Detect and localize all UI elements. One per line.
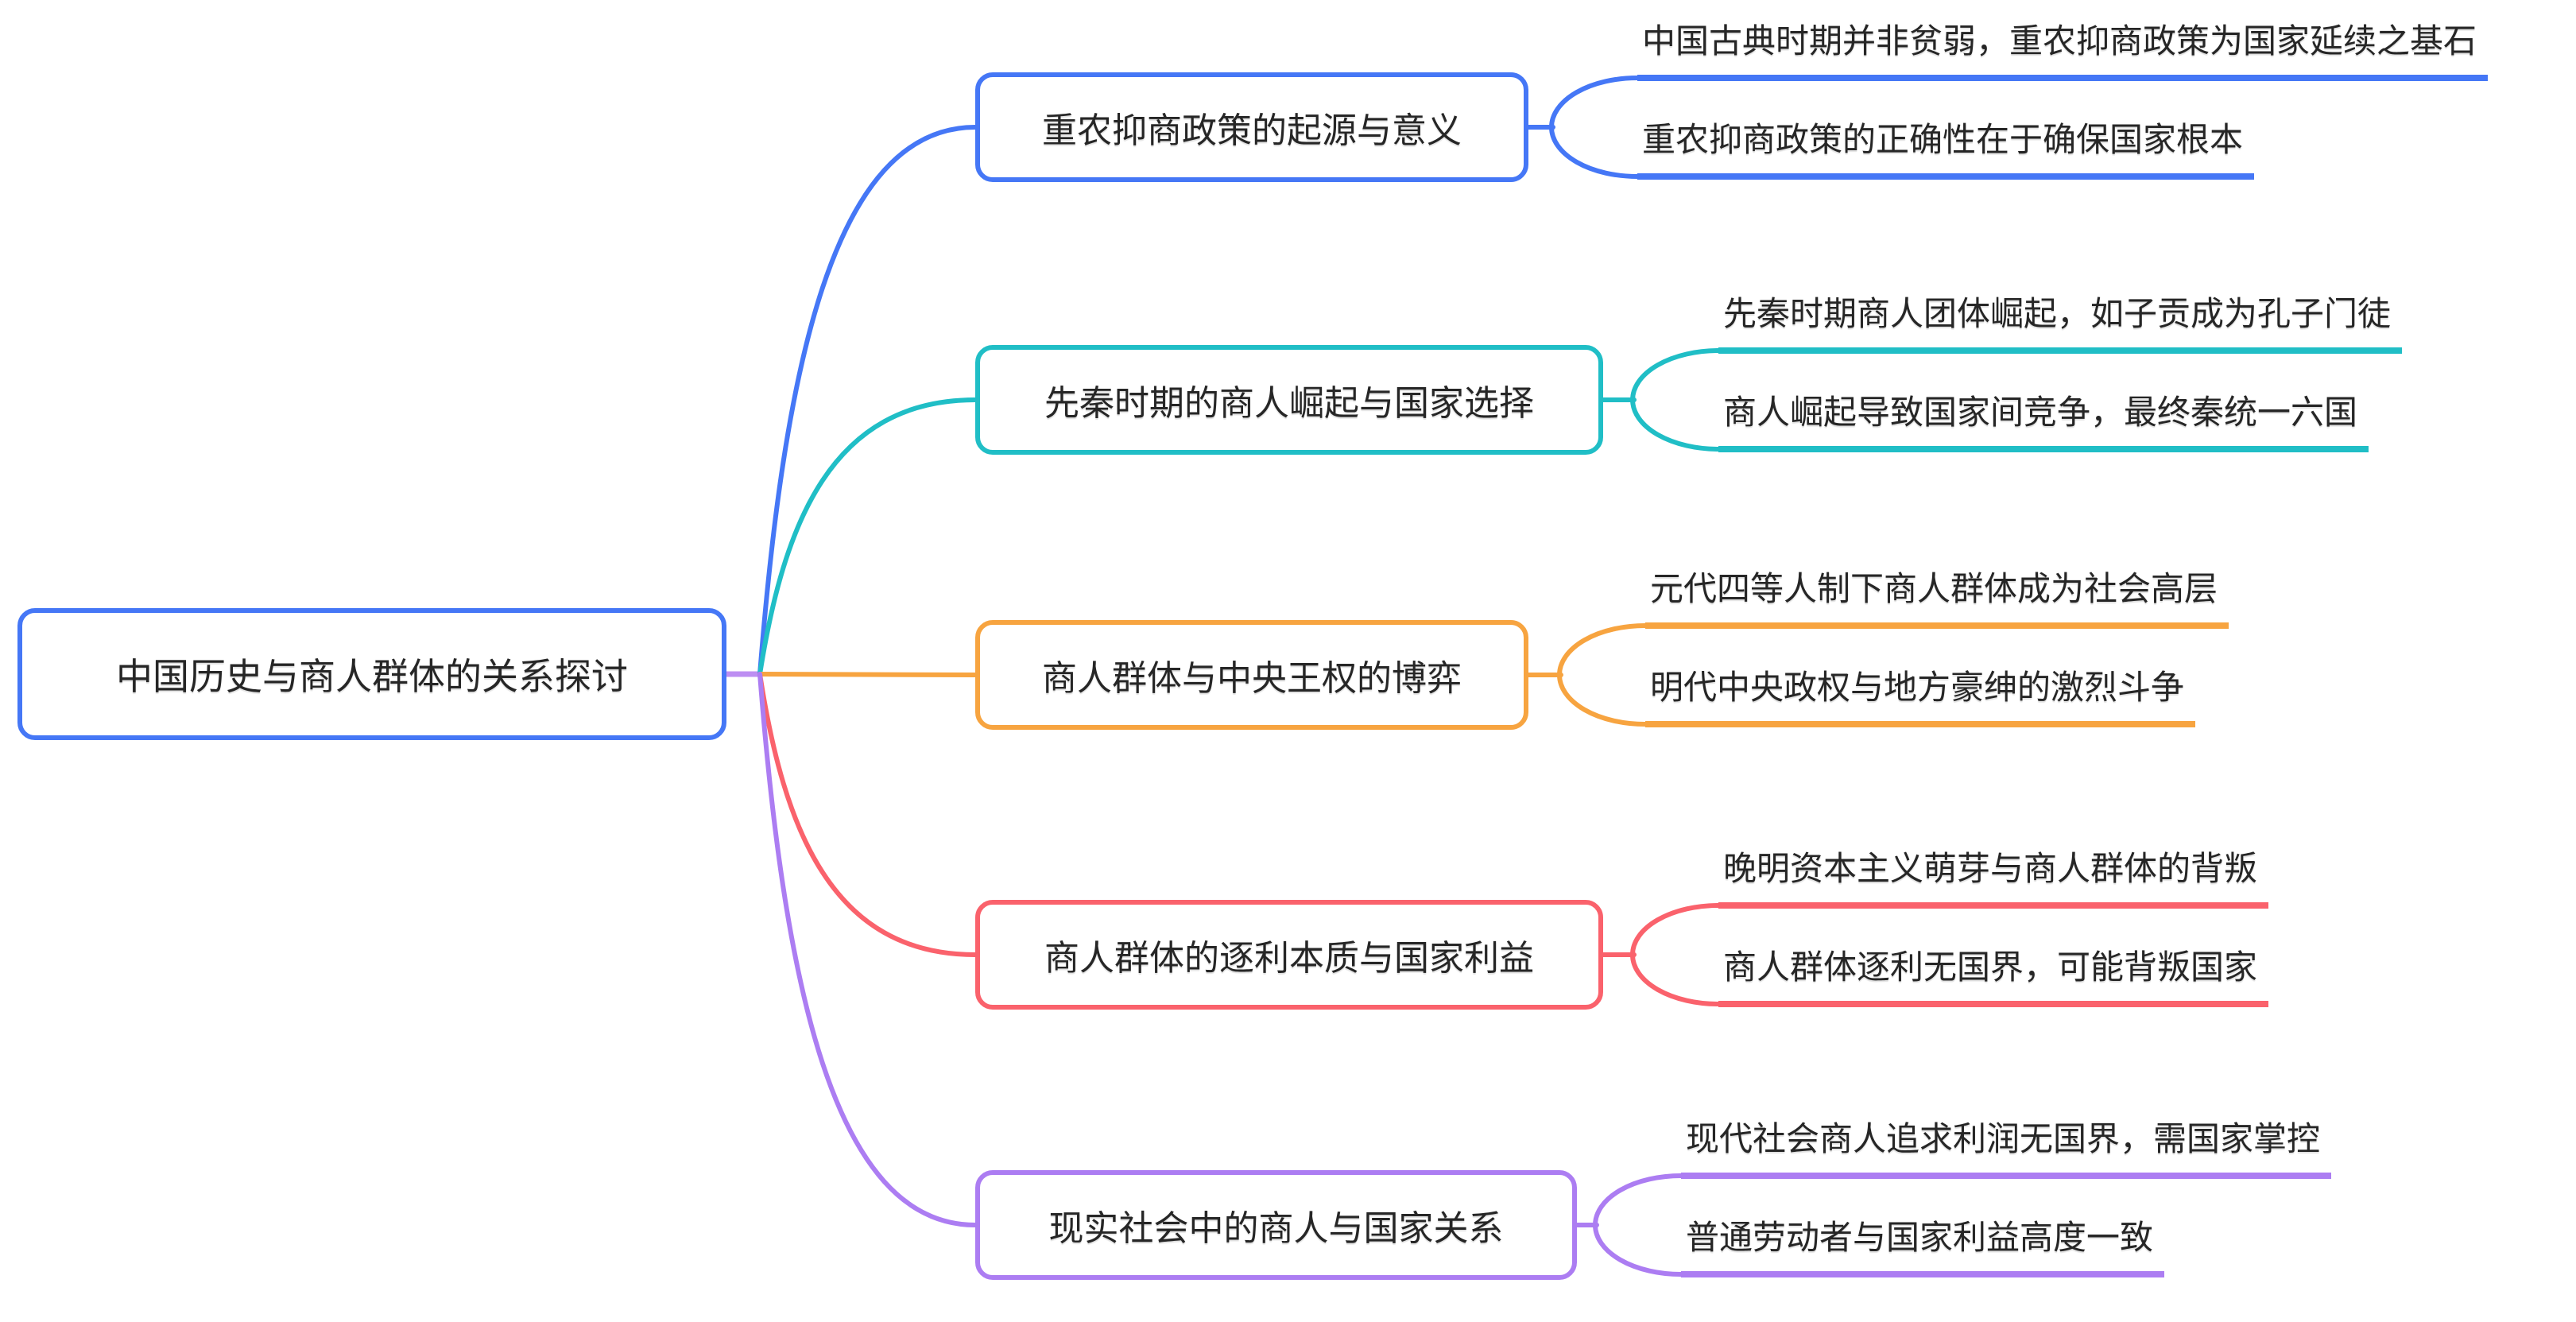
branch-node-5[interactable]: 现实社会中的商人与国家关系 [975,1170,1577,1280]
branch-1-leaf-1[interactable]: 中国古典时期并非贫弱，重农抑商政策为国家延续之基石 [1637,19,2489,81]
branch-3-leaf-2[interactable]: 明代中央政权与地方豪绅的激烈斗争 [1645,665,2196,727]
branch-2-leaf-2-label: 商人崛起导致国家间竞争，最终秦统一六国 [1723,393,2358,431]
branch-node-2[interactable]: 先秦时期的商人崛起与国家选择 [975,345,1603,455]
branch-node-1[interactable]: 重农抑商政策的起源与意义 [975,72,1528,182]
branch-2-leaf-bracket [1630,348,1721,452]
branch-4-leaf-2-label: 商人群体逐利无国界，可能背叛国家 [1723,948,2258,986]
branch-4-connector [757,672,978,957]
branch-2-connector [757,397,978,677]
branch-node-3[interactable]: 商人群体与中央王权的博弈 [975,620,1528,730]
branch-5-leaf-1[interactable]: 现代社会商人追求利润无国界，需国家掌控 [1681,1117,2332,1179]
branch-3-connector [757,672,978,677]
branch-node-3-label: 商人群体与中央王权的博弈 [1042,659,1462,698]
root-node[interactable]: 中国历史与商人群体的关系探讨 [17,608,726,740]
branch-1-leaf-bracket [1549,76,1640,179]
branch-3-leaf-2-label: 明代中央政权与地方豪绅的激烈斗争 [1650,669,2185,706]
branch-2-leaf-1-label: 先秦时期商人团体崛起，如子贡成为孔子门徒 [1723,295,2392,332]
branch-node-1-label: 重农抑商政策的起源与意义 [1042,111,1462,150]
root-node-label: 中国历史与商人群体的关系探讨 [116,656,628,697]
branch-3-leaf-bracket [1557,623,1648,727]
branch-1-leaf-1-label: 中国古典时期并非贫弱，重农抑商政策为国家延续之基石 [1642,22,2477,60]
branch-4-leaf-bracket [1630,903,1721,1006]
branch-1-leaf-2[interactable]: 重农抑商政策的正确性在于确保国家根本 [1637,118,2255,180]
branch-5-connector [757,672,978,1227]
branch-2-leaf-1[interactable]: 先秦时期商人团体崛起，如子贡成为孔子门徒 [1718,292,2403,354]
branch-2-leaf-2[interactable]: 商人崛起导致国家间竞争，最终秦统一六国 [1718,390,2369,452]
branch-1-connector [757,125,978,677]
branch-node-4[interactable]: 商人群体的逐利本质与国家利益 [975,900,1603,1010]
branch-node-5-label: 现实社会中的商人与国家关系 [1048,1209,1504,1248]
branch-5-leaf-2[interactable]: 普通劳动者与国家利益高度一致 [1681,1215,2165,1277]
branch-node-4-label: 商人群体的逐利本质与国家利益 [1044,939,1534,978]
branch-3-leaf-1-label: 元代四等人制下商人群体成为社会高层 [1650,570,2218,607]
branch-node-2-label: 先秦时期的商人崛起与国家选择 [1044,384,1534,423]
branch-5-leaf-2-label: 普通劳动者与国家利益高度一致 [1686,1219,2154,1256]
branch-4-leaf-1-label: 晚明资本主义萌芽与商人群体的背叛 [1723,850,2258,887]
branch-5-leaf-bracket [1593,1173,1683,1277]
branch-3-leaf-1[interactable]: 元代四等人制下商人群体成为社会高层 [1645,567,2229,629]
branch-5-leaf-1-label: 现代社会商人追求利润无国界，需国家掌控 [1686,1120,2321,1157]
branch-4-leaf-2[interactable]: 商人群体逐利无国界，可能背叛国家 [1718,945,2269,1007]
branch-1-leaf-2-label: 重农抑商政策的正确性在于确保国家根本 [1642,121,2244,158]
branch-4-leaf-1[interactable]: 晚明资本主义萌芽与商人群体的背叛 [1718,847,2269,909]
